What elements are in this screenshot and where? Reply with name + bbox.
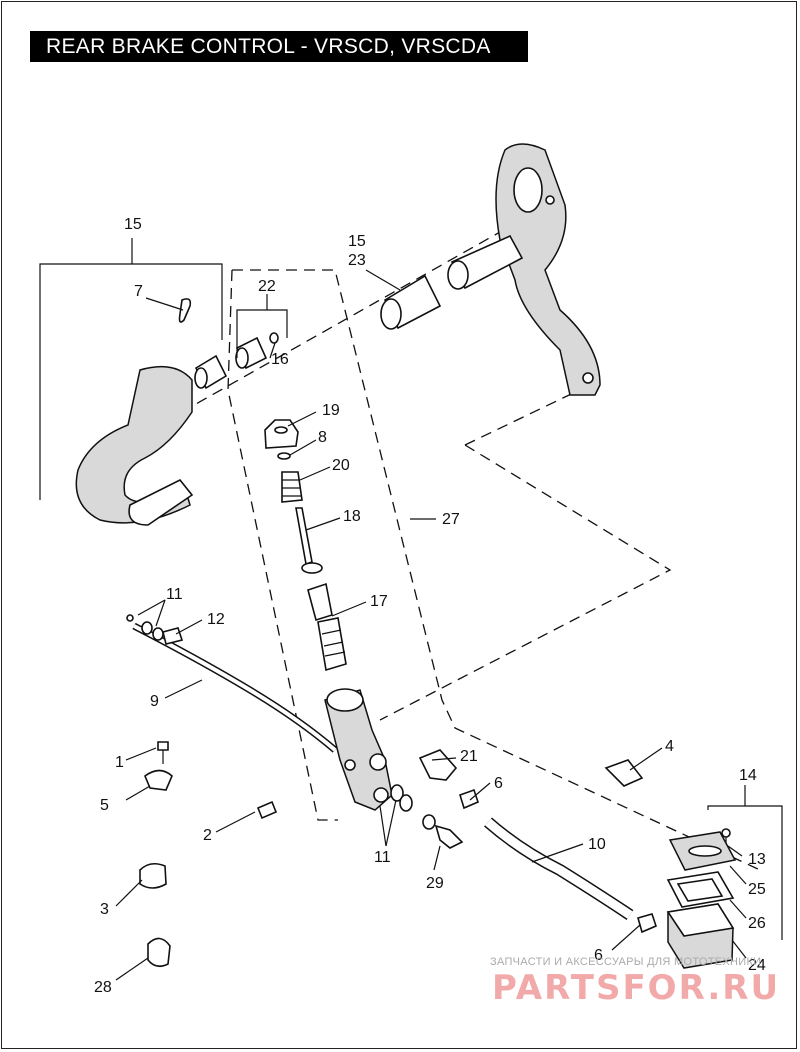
callout-18: 18 [343, 508, 361, 525]
o-rings-11-lower [390, 784, 413, 812]
brake-line-9 [126, 614, 338, 753]
pin-16 [269, 332, 279, 344]
callout-10: 10 [588, 836, 606, 853]
callout-19: 19 [322, 402, 340, 419]
boot-19 [264, 419, 299, 449]
callout-12: 12 [207, 611, 225, 628]
watermark-logo: PARTSFOR.RU [492, 968, 781, 1008]
clip-28 [147, 937, 171, 968]
callout-28: 28 [94, 979, 112, 996]
master-cylinder-body [324, 688, 393, 811]
callout-24: 24 [748, 957, 766, 974]
callout-7: 7 [134, 283, 143, 300]
callout-9: 9 [150, 693, 159, 710]
bushing-22a [194, 354, 228, 390]
callout-17: 17 [370, 593, 388, 610]
callout-5: 5 [100, 797, 109, 814]
callout-21: 21 [460, 748, 478, 765]
callout-16: 16 [271, 351, 289, 368]
clamp-6-upper [459, 788, 479, 810]
hose-10 [484, 817, 634, 920]
bushing-23 [380, 274, 442, 330]
callout-13: 13 [748, 851, 766, 868]
callout-3: 3 [100, 901, 109, 918]
reservoir-cover-25 [668, 831, 737, 871]
cotter-pin-7 [178, 298, 192, 323]
sensor-switch-29 [422, 814, 464, 849]
callout-20: 20 [332, 457, 350, 474]
bracket-15-left [39, 263, 223, 500]
clamp-6-lower [637, 913, 657, 934]
piston-assembly-17 [307, 582, 347, 672]
callout-15: 15 [124, 216, 142, 233]
callout-1: 1 [115, 754, 124, 771]
callout-6: 6 [594, 947, 603, 964]
retaining-ring-8 [277, 452, 291, 460]
reservoir-24 [666, 903, 735, 969]
kit-27-boundary-right [232, 269, 761, 871]
clip-4 [604, 759, 644, 787]
callout-27: 27 [442, 511, 460, 528]
spring-20 [281, 471, 303, 503]
callout-11: 11 [166, 586, 183, 603]
pushrod-18 [295, 507, 323, 574]
callout-14: 14 [739, 767, 757, 784]
callout-6: 6 [494, 775, 503, 792]
screw-2 [256, 800, 278, 820]
gasket-26 [666, 871, 735, 908]
kit-27-boundary-left [227, 269, 338, 821]
watermark-tagline: ЗАПЧАСТИ И АКСЕССУАРЫ ДЛЯ МОТОТЕХНИКИ [490, 956, 762, 968]
brake-pedal-pad-assembly [75, 365, 194, 526]
callout-2: 2 [203, 827, 212, 844]
callout-23: 23 [348, 252, 366, 269]
bushing-22b [235, 336, 268, 370]
pedal-pivot-shaft [447, 234, 524, 290]
callout-4: 4 [665, 738, 674, 755]
leader-lines [115, 269, 747, 981]
callout-labels: 15 15 23 7 22 16 19 8 20 18 27 11 12 17 … [94, 216, 766, 996]
clip-5 [144, 769, 173, 791]
fitting-21 [418, 749, 458, 781]
callout-11: 11 [374, 849, 391, 866]
callout-26: 26 [748, 915, 766, 932]
callout-29: 29 [426, 875, 444, 892]
diagram-title: REAR BRAKE CONTROL - VRSCD, VRSCDA [30, 31, 528, 62]
brake-pedal-arm [495, 143, 601, 396]
callout-25: 25 [748, 881, 766, 898]
callout-8: 8 [318, 429, 327, 446]
screw-1 [157, 741, 169, 764]
callout-15: 15 [348, 233, 366, 250]
callout-22: 22 [258, 278, 276, 295]
clamp-3 [139, 862, 167, 889]
